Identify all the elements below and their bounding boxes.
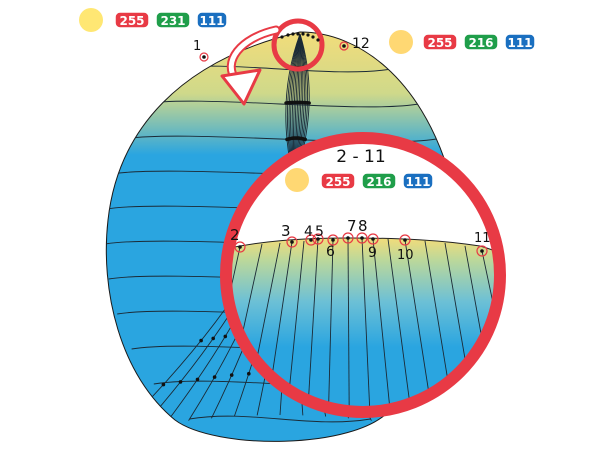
inset-point-7: 7 — [342, 217, 357, 244]
swatch-b: 111 — [199, 14, 224, 28]
curved-arrow-icon — [220, 25, 281, 106]
inset-point-6: 6 — [326, 234, 339, 260]
mesh-node — [161, 382, 166, 387]
inset-color-swatch: 255 216 111 — [285, 168, 434, 192]
magnifier-ring-icon — [271, 18, 325, 72]
inset-title: 2 - 11 — [336, 147, 385, 167]
inset-point-2: 2 — [230, 226, 246, 253]
mesh-node — [284, 101, 288, 105]
inset-meridian-line — [226, 246, 241, 412]
inset-point-label: 6 — [326, 244, 335, 260]
inset-meridian-line — [372, 238, 393, 412]
inset-meridian-line — [327, 239, 334, 412]
inset-point-label: 9 — [368, 245, 377, 261]
swatch-g: 216 — [468, 36, 493, 50]
inset-point-label: 5 — [315, 224, 324, 240]
marker-dot — [202, 55, 206, 59]
swatch-r: 255 — [427, 36, 452, 50]
inset-point-3: 3 — [281, 222, 298, 248]
inset-meridian-line — [361, 237, 372, 412]
cap-nodes — [280, 32, 320, 42]
inset-ring — [220, 132, 506, 418]
mesh-node — [247, 371, 251, 376]
globe-parallel — [141, 100, 419, 108]
mesh-node — [178, 380, 183, 384]
globe-marker-12: 12 — [339, 36, 370, 52]
swatch-circle — [389, 30, 413, 54]
inset-meridian-line — [347, 237, 350, 412]
swatch-r: 255 — [119, 14, 144, 28]
inset-meridian-line — [481, 250, 500, 412]
inset-cap-surface — [226, 238, 500, 412]
point-label-12: 12 — [352, 36, 370, 52]
inset-swatch-circle — [285, 168, 309, 192]
swatch-b: 111 — [507, 36, 532, 50]
inset-point-9: 9 — [367, 233, 379, 261]
marker-ring — [199, 52, 209, 62]
inset-point-label: 8 — [358, 217, 368, 235]
globe-marker-1: 1 — [193, 39, 209, 62]
inset-point-11: 11 — [474, 231, 491, 257]
mesh-node — [195, 377, 200, 382]
inset-point-label: 3 — [281, 222, 291, 240]
inset-swatch-g: 216 — [366, 175, 391, 189]
inset-point-label: 10 — [397, 248, 414, 263]
inset-points: 2 3 4 5 6 7 8 — [230, 217, 491, 263]
swatch-circle — [79, 8, 103, 32]
inset-swatch-b: 111 — [405, 175, 430, 189]
inset-point-10: 10 — [397, 234, 414, 263]
mesh-node — [229, 373, 234, 377]
marker-dot — [342, 44, 346, 48]
inset-point-label: 2 — [230, 226, 240, 244]
inset-content — [226, 237, 500, 412]
mesh-node — [212, 375, 217, 379]
mesh-node — [211, 336, 215, 341]
globe-parallel — [189, 415, 371, 423]
inset-point-label: 11 — [474, 231, 491, 246]
inset-magnifier: 2 - 11 255 216 111 2 3 4 — [220, 132, 506, 418]
color-swatch-right: 255 216 111 — [389, 30, 536, 54]
inset-point-label: 7 — [347, 217, 357, 235]
color-swatch-top-left: 255 231 111 — [79, 8, 228, 32]
inset-point-5: 5 — [312, 224, 324, 245]
inset-point-8: 8 — [356, 217, 368, 244]
inset-point-4: 4 — [304, 224, 317, 246]
inset-point-label: 4 — [304, 224, 313, 240]
swatch-g: 231 — [160, 14, 185, 28]
mesh-node — [285, 137, 289, 142]
mesh-node — [199, 338, 203, 343]
marker-ring — [339, 41, 349, 51]
point-label-1: 1 — [193, 39, 201, 54]
inset-swatch-r: 255 — [325, 175, 350, 189]
mesh-node — [223, 334, 228, 339]
